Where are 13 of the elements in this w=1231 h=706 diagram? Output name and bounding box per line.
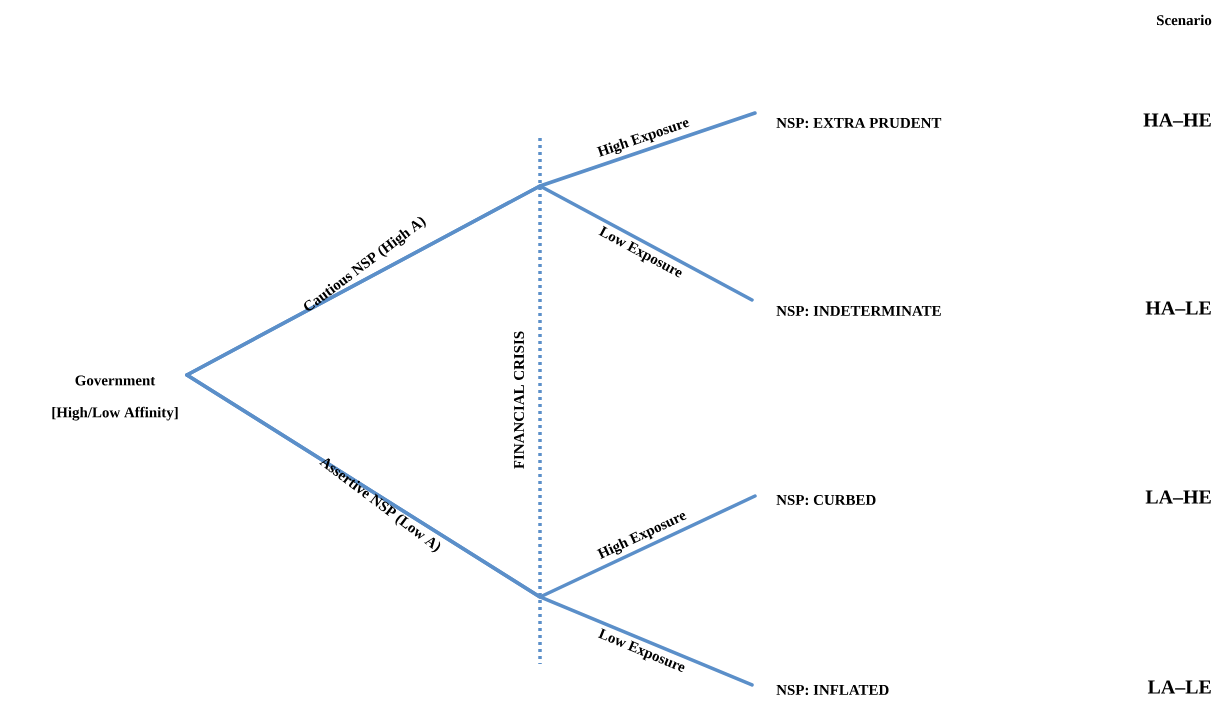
scenario-code: LA–HE bbox=[1145, 490, 1211, 504]
outcome-label: NSP: INFLATED bbox=[776, 684, 889, 696]
outcome-label: NSP: EXTRA PRUDENT bbox=[776, 117, 942, 129]
vertical-label: FINANCIAL CRISIS bbox=[514, 331, 524, 469]
branch-line bbox=[185, 373, 754, 687]
scenario-code: HA–LE bbox=[1145, 301, 1211, 315]
outcome-label: NSP: INDETERMINATE bbox=[776, 305, 941, 317]
node-label: Government [High/Low Affinity] bbox=[52, 375, 178, 421]
branch-line bbox=[185, 184, 754, 377]
scenario-code: LA–LE bbox=[1147, 680, 1211, 694]
outcome-label: NSP: CURBED bbox=[776, 494, 876, 506]
scenario-code: HA–HE bbox=[1143, 113, 1211, 127]
column-heading: Scenario bbox=[1157, 14, 1212, 26]
